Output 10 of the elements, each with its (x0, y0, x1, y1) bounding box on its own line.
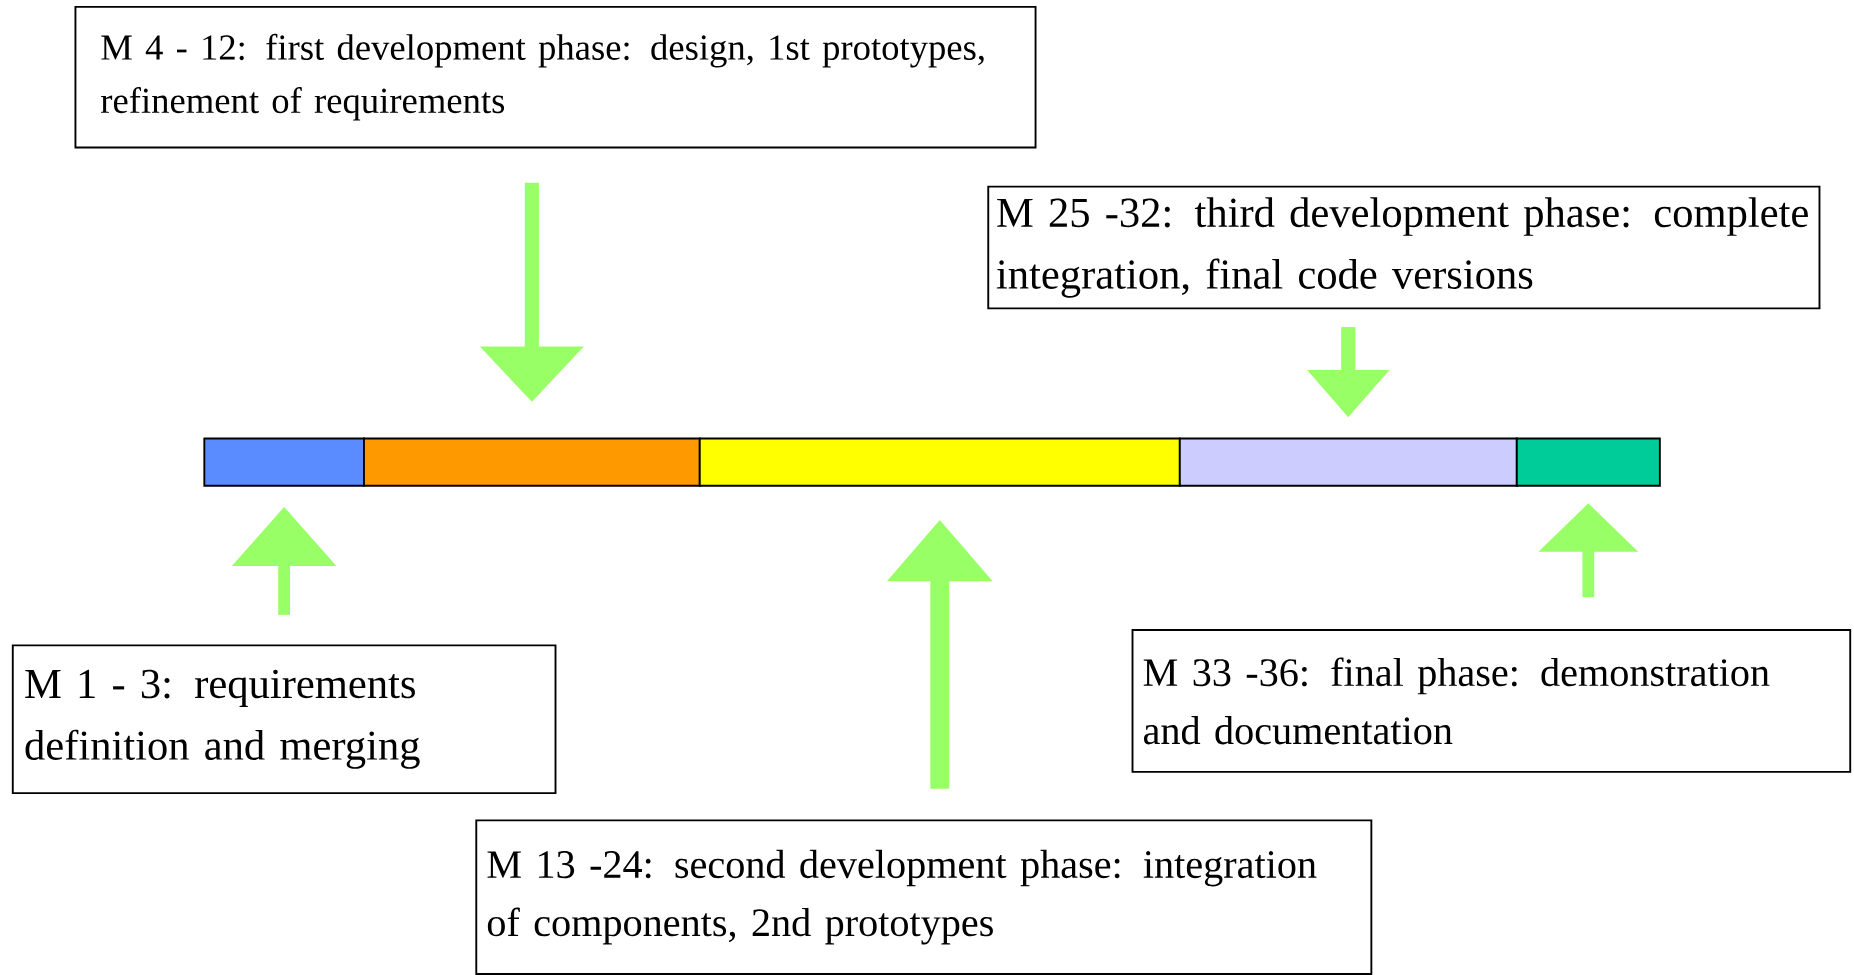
phase-box: M 13 -24: second development phase: integration of components, 2nd prototypes (475, 819, 1373, 975)
timeline-segment (363, 437, 701, 487)
timeline-segment (1178, 437, 1518, 487)
phase-box: M 4 - 12: first development phase: design, 1st prototypes, refinement of requirements (74, 5, 1037, 149)
phase-box: M 25 -32: third development phase: complete integration, final code versions (987, 185, 1821, 310)
timeline-segment (698, 437, 1181, 487)
timeline-segment (1515, 437, 1661, 487)
timeline-segment (203, 437, 365, 487)
phase-box: M 1 - 3: requirements definition and merging (11, 644, 557, 794)
phase-box: M 33 -36: final phase: demonstration and documentation (1131, 628, 1852, 773)
